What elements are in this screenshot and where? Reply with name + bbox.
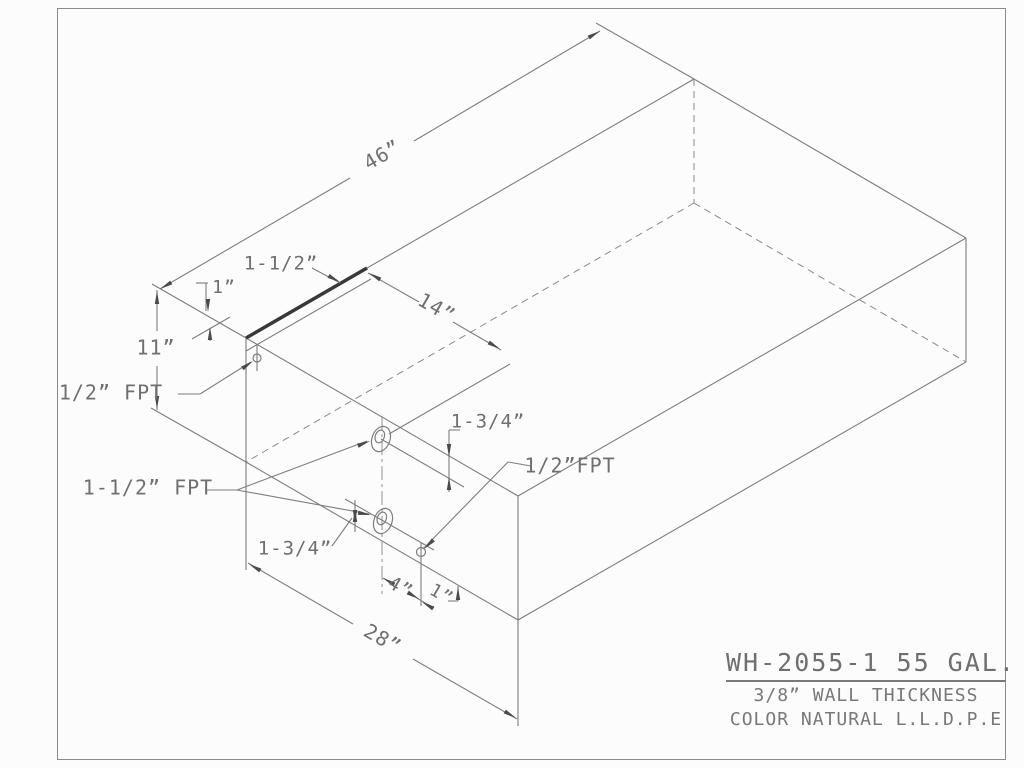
arrowhead-icon <box>154 396 160 409</box>
dim-fitting-offset: 14” <box>414 288 460 328</box>
dim-height: 11” <box>136 336 175 360</box>
arrowhead-icon <box>446 477 452 490</box>
extension-line <box>151 283 247 339</box>
leader-line <box>236 440 368 491</box>
arrowhead-icon <box>487 340 500 349</box>
arrowhead-icon <box>587 31 600 40</box>
arrowhead-icon <box>205 299 211 312</box>
dim-drain-spacing: 4” <box>384 572 417 603</box>
dim-length: 46” <box>359 135 405 175</box>
wall-thickness-note: 3/8” WALL THICKNESS <box>753 685 979 706</box>
arrowhead-icon <box>446 444 452 457</box>
dim-lip-width: 1-1/2” <box>244 253 319 275</box>
dim-fitting-bottom-offset: 1-3/4” <box>258 538 333 560</box>
extension-line <box>191 316 231 340</box>
arrowhead-icon <box>369 273 382 282</box>
arrowhead-icon <box>383 578 396 587</box>
arrowhead-icon <box>357 510 371 515</box>
arrowhead-icon <box>424 538 435 549</box>
arrowhead-icon <box>455 587 461 600</box>
arrowhead-icon <box>422 602 435 611</box>
arrowhead-icon <box>249 564 262 573</box>
extension-line <box>595 22 695 80</box>
arrowhead-icon <box>352 510 358 523</box>
dim-drain-height: 1” <box>426 580 457 610</box>
extension-line <box>150 407 247 463</box>
leader-line <box>236 489 370 515</box>
dimension-line <box>247 562 354 625</box>
arrowhead-icon <box>207 327 213 340</box>
fitting-1-5-fpt-upper <box>370 425 392 453</box>
dim-lip-offset: 1” <box>212 277 236 298</box>
callout-half-fpt-left: 1/2” FPT <box>59 381 163 405</box>
fitting-half-inch-fpt-top <box>252 353 262 363</box>
lip-step-line <box>245 278 372 352</box>
drawing-title: WH-2055-1 55 GAL. <box>726 648 1014 682</box>
dimension-line <box>413 30 601 142</box>
fitting-1-5-fpt-upper-bore <box>374 429 386 444</box>
extension-line <box>380 438 465 488</box>
extension-line <box>388 363 511 435</box>
fitting-1-5-fpt-lower-bore <box>376 511 388 526</box>
tank-edge <box>517 237 967 497</box>
tank-edge <box>693 78 967 239</box>
arrowhead-icon <box>327 273 340 282</box>
leader-line <box>507 461 532 467</box>
arrowhead-icon <box>406 590 419 599</box>
arrowhead-icon <box>357 441 370 448</box>
dimension-line <box>159 177 351 290</box>
tank-edge <box>517 361 967 621</box>
tank-hidden-edge <box>693 202 967 363</box>
fitting-1-5-fpt-lower <box>372 507 394 535</box>
extension-line <box>344 498 435 551</box>
fitting-half-inch-fpt-drain <box>415 546 427 558</box>
material-note: COLOR NATURAL L.L.D.P.E <box>729 709 1003 730</box>
arrowhead-icon <box>503 709 516 718</box>
dim-fitting-top-offset: 1-3/4” <box>451 411 526 433</box>
arrowhead-icon <box>160 280 173 289</box>
callout-half-fpt-right: 1/2”FPT <box>524 454 615 478</box>
leader-line <box>311 267 341 284</box>
dimension-line <box>412 658 518 720</box>
leader-line <box>331 517 353 547</box>
arrowhead-icon <box>241 361 253 371</box>
arrowhead-icon <box>154 291 160 304</box>
leader-line <box>422 461 509 550</box>
title-block: WH-2055-1 55 GAL. 3/8” WALL THICKNESS CO… <box>726 648 1014 730</box>
dim-width: 28” <box>360 619 406 659</box>
sheet-border <box>57 8 1006 760</box>
lip-step-edge <box>245 266 368 340</box>
callout-one-half-fpt: 1-1/2” FPT <box>83 476 213 500</box>
